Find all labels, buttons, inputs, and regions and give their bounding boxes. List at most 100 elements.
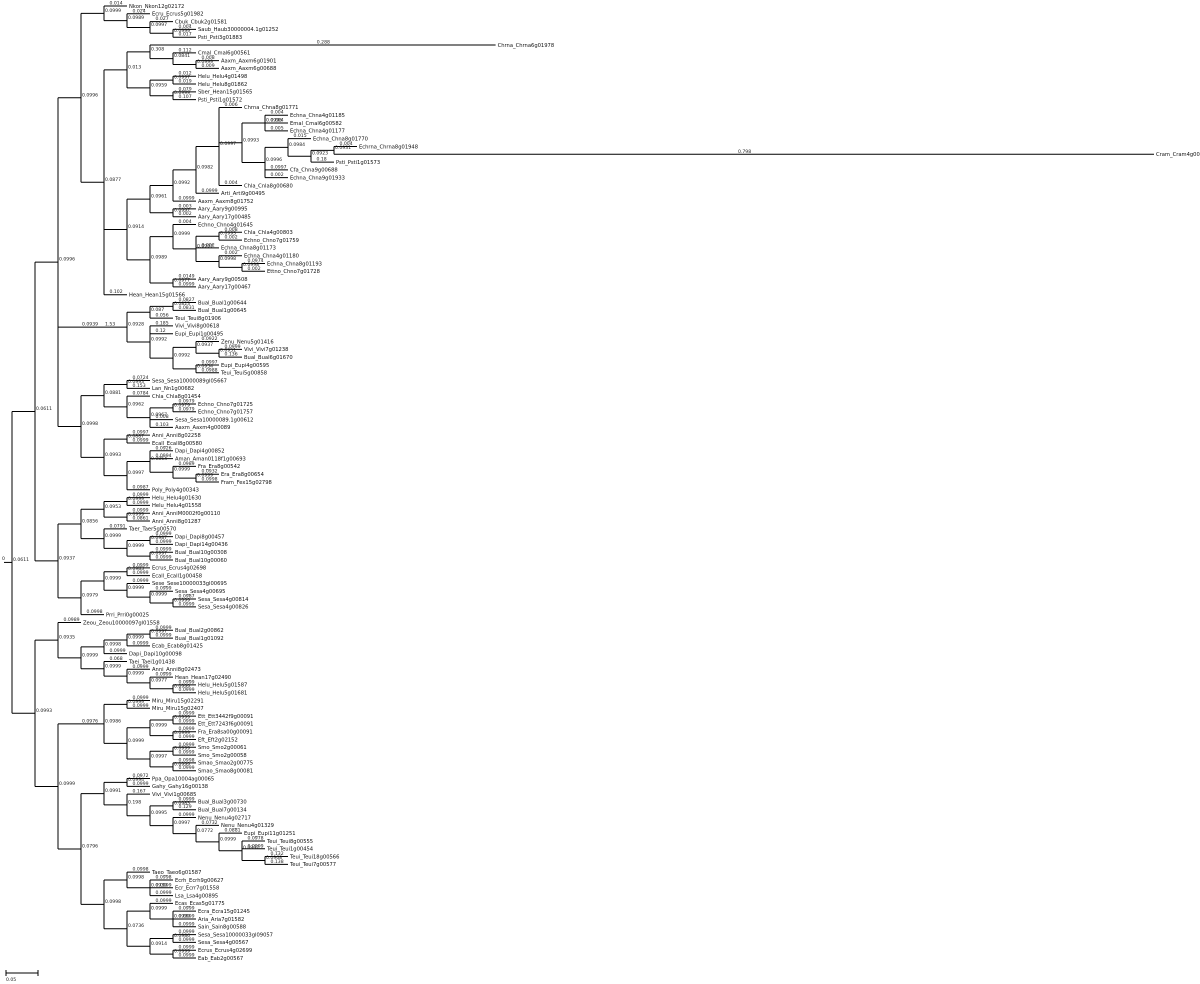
leaf-label: Taer_Taer5g00570	[128, 527, 176, 533]
leaf-label: Echrna_Chrna8g01948	[359, 144, 418, 150]
leaf-label: Aaxm_Aaxm6g00688	[221, 66, 276, 72]
support-value: 0.0611	[36, 406, 52, 412]
branch-length-label: 0.0999	[179, 906, 195, 912]
leaf-label: Taei_Taei1g01438	[128, 659, 175, 665]
branch-length-label: 0.0999	[133, 500, 149, 506]
leaf-label: Echna_Chna4g01185	[290, 113, 345, 119]
support-value: 0.0995	[151, 810, 167, 816]
support-value: 1.53	[105, 322, 115, 328]
branch-length-label: 0.009	[202, 63, 215, 69]
support-value: 0.0993	[220, 231, 236, 237]
branch-length-label: 0.0999	[179, 945, 195, 951]
support-value: 0.0999	[174, 231, 190, 237]
support-value: 0.0999	[151, 906, 167, 912]
branch-length-label: 0.0999	[179, 812, 195, 818]
leaf-label: Zeou_Zeou10000097gl01558	[83, 620, 160, 626]
leaf-label: Anni_AnniM0002f0g00110	[152, 511, 220, 517]
support-value: 0.0611	[13, 557, 29, 563]
leaf-label: Vivi_Vivi1g00685	[152, 792, 196, 798]
leaf-label: Sese_Sese10000033gl00695	[152, 581, 227, 587]
leaf-label: Saub_Haub30000004.1g01252	[198, 27, 278, 33]
branch-length-label: 0.0999	[225, 344, 241, 350]
support-value: 0.0914	[151, 941, 167, 947]
support-value: 0.0999	[128, 496, 144, 502]
leaf-label: Eupi_Eupi11g01251	[244, 831, 296, 837]
leaf-label: Sesa_Sesa4g00814	[198, 597, 249, 603]
leaf-label: Arti_Arti9g00495	[221, 191, 265, 197]
leaf-label: Aary_Aary9g00508	[198, 277, 248, 283]
support-value: 0.0951	[220, 348, 236, 354]
leaf-label: Prri_Prri0g00025	[106, 612, 149, 618]
leaf-label: Nenu_Nenu4g01329	[221, 823, 274, 829]
leaf-label: Anni_Anni8g02258	[152, 433, 201, 439]
branch-length-label: 0.0791	[110, 523, 126, 529]
support-value: 0.0999	[82, 652, 98, 658]
leaf-label: Fram_Fex15g02798	[221, 480, 272, 486]
leaf-label: Smao_Smao2g00775	[198, 761, 253, 767]
support-value: 0.0977	[174, 278, 190, 284]
branch-length-label: 0.0979	[179, 398, 195, 404]
branch-length-label: 0.0987	[133, 484, 149, 490]
support-value: 0.0937	[59, 555, 75, 561]
leaf-label: Sesa_Sesa4g00826	[198, 605, 248, 611]
branch-length-label: 0.003	[179, 203, 192, 209]
leaf-label: Bual_Bual10g00060	[175, 558, 227, 564]
leaf-label: Echno_Chno7g01759	[244, 238, 299, 244]
leaf-label: Aaxm_Aaxm8g01752	[198, 199, 253, 205]
support-value: 0.0856	[82, 518, 98, 524]
support-value: 0.0993	[128, 379, 144, 385]
leaf-label: Bual_Bual6g01670	[244, 355, 293, 361]
branch-length-label: 0.0998	[133, 867, 149, 873]
support-value: 0.0999	[128, 512, 144, 518]
branch-length-label: 0.006	[225, 102, 238, 108]
branch-length-label: 0.0999	[179, 937, 195, 943]
support-value: 0.0998	[82, 421, 98, 427]
branch-length-label: 0.0999	[179, 750, 195, 756]
leaf-label: Bual_Bual1g01092	[175, 636, 224, 642]
leaf-label: Chla_Chla8g01454	[152, 394, 201, 400]
support-value: 0.0997	[151, 754, 167, 760]
branch-length-label: 0.008	[202, 55, 215, 61]
branch-length-label: 0.0999	[156, 890, 172, 896]
leaf-label: Bual_Bual3g00730	[198, 800, 247, 806]
support-value: 0.0976	[82, 718, 98, 724]
leaf-label: Ecas_Ecas5g01775	[175, 901, 225, 907]
leaf-label: Vivi_Vivi7g01238	[244, 347, 288, 353]
leaf-label: Lan_Nn1g00682	[152, 386, 194, 392]
support-value: 0.087	[151, 307, 164, 313]
branch-length-label: 0.008	[156, 414, 169, 420]
branch-length-label: 0.0784	[133, 391, 149, 397]
support-value: 0.0996	[266, 157, 282, 163]
branch-length-label: 0.017	[179, 32, 192, 38]
support-value: 0.0999	[128, 671, 144, 677]
support-value: 0.0772	[197, 828, 213, 834]
support-value: 0.0962	[128, 401, 144, 407]
leaf-label: Nkon_Nkon12g02172	[129, 4, 184, 10]
tree-branches	[4, 5, 1154, 959]
leaf-label: Dapi_Dapi14g00436	[175, 542, 228, 548]
support-value: 0.0997	[174, 75, 190, 81]
branch-length-label: 0.0999	[133, 664, 149, 670]
leaf-label: Echno_Chno4g01645	[198, 222, 253, 228]
leaf-label: Aary_Aary17g00485	[198, 214, 251, 220]
leaf-label: Miru_Miru15g02291	[152, 698, 204, 704]
branch-length-label: 0.0999	[179, 726, 195, 732]
support-value: 0.0983	[174, 800, 190, 806]
branch-length-label: 0.0831	[179, 305, 195, 311]
branch-length-label: 0.0998	[179, 757, 195, 763]
leaf-label: Smo_Smo2g00058	[198, 753, 247, 759]
leaf-label: Fra_Era8g00542	[198, 464, 240, 470]
branch-length-label: 0.079	[179, 86, 192, 92]
leaf-label: Ecrh_Ecrh9g00627	[175, 878, 224, 884]
support-value: 0.0999	[128, 585, 144, 591]
branch-length-label: 0.0999	[133, 781, 149, 787]
branch-length-label: 0.0881	[225, 828, 241, 834]
branch-length-label: 0.185	[156, 320, 169, 326]
branch-length-label: 0.0999	[110, 648, 126, 654]
branch-length-label: 0.019	[179, 79, 192, 85]
branch-length-label: 0.002	[225, 250, 238, 256]
support-value: 0.0796	[82, 844, 98, 850]
branch-length-label: 0.0149	[179, 274, 195, 280]
branch-length-label: 0.0999	[133, 703, 149, 709]
